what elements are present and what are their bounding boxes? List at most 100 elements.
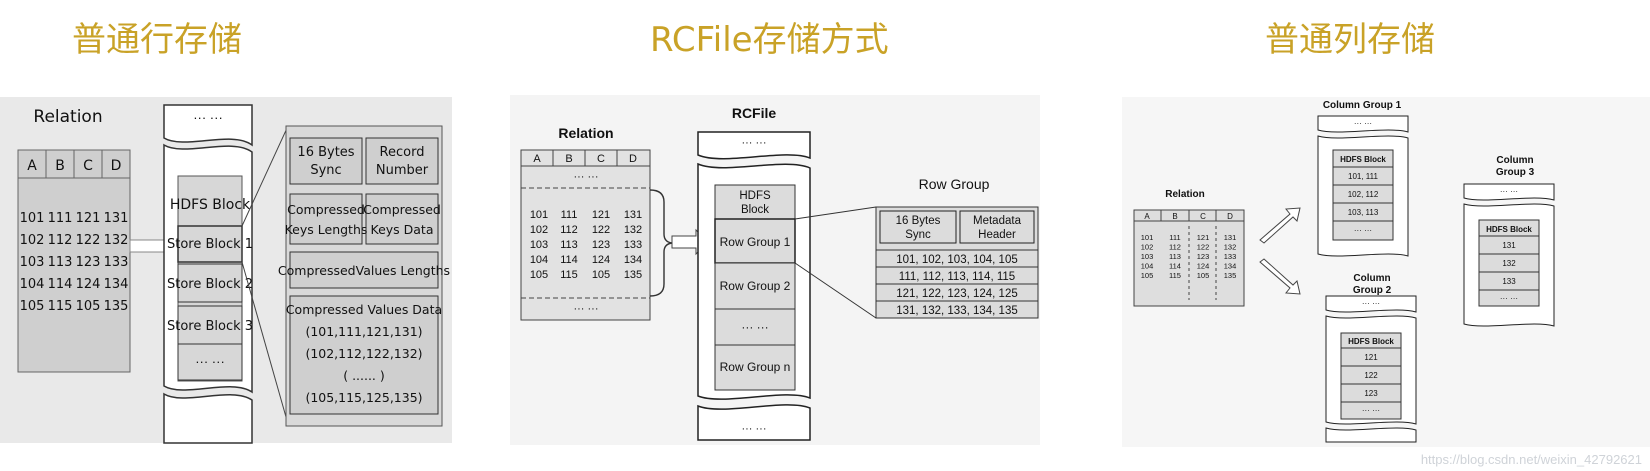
row-table-cell: 121 bbox=[76, 211, 101, 226]
cg3-ellipsis: ··· ··· bbox=[1500, 294, 1518, 303]
rc-table-cell: 121 bbox=[592, 209, 610, 221]
row-relation-label: Relation bbox=[33, 107, 102, 127]
rc-table-cell: 114 bbox=[560, 254, 578, 266]
cvd-value: (105,115,125,135) bbox=[305, 390, 422, 405]
watermark: https://blog.csdn.net/weixin_42792621 bbox=[1420, 452, 1642, 467]
record-number-label: Record bbox=[380, 145, 425, 160]
rc-sync: 16 Bytes bbox=[896, 215, 941, 227]
rc-table-cell: 102 bbox=[530, 224, 548, 236]
cg1-hdfs-block: HDFS Block bbox=[1340, 155, 1386, 164]
rcfile-storage-title: RCFile存储方式 bbox=[650, 20, 889, 60]
cg3-value: 132 bbox=[1502, 259, 1516, 268]
rg-row: 131, 132, 133, 134, 135 bbox=[896, 305, 1018, 317]
compressed-keys-lengths-2: Keys Lengths bbox=[285, 222, 368, 237]
cvd-value: ( ...... ) bbox=[343, 368, 385, 383]
rc-table-cell: 115 bbox=[560, 269, 578, 281]
rc-table-cell: 103 bbox=[530, 239, 548, 251]
row-table-cell: 131 bbox=[104, 211, 129, 226]
rc-column-header: B bbox=[565, 153, 572, 165]
row-table-cell: 115 bbox=[48, 299, 73, 314]
col-table-cell: 105 bbox=[1197, 271, 1210, 280]
row-hdfs-block-label: HDFS Block bbox=[170, 197, 251, 213]
col-arrow-down-icon bbox=[1259, 258, 1301, 295]
column-storage-title: 普通列存储 bbox=[1265, 20, 1435, 60]
row-table-cell: 124 bbox=[76, 277, 101, 292]
rc-table-cell: 123 bbox=[592, 239, 610, 251]
rc-column-header: D bbox=[629, 153, 637, 165]
rc-table-cell: 134 bbox=[624, 254, 642, 266]
rcfile-label: RCFile bbox=[732, 105, 777, 121]
rc-table-cell: 104 bbox=[530, 254, 548, 266]
row-column-header: A bbox=[27, 158, 37, 174]
cg1-value: 103, 113 bbox=[1348, 208, 1379, 217]
row-relation-table bbox=[17, 149, 131, 373]
row-store-ellipsis: ··· ··· bbox=[195, 354, 225, 369]
cvd-value: (101,111,121,131) bbox=[305, 324, 422, 339]
row-table-cell: 123 bbox=[76, 255, 101, 270]
row-table-cell: 112 bbox=[48, 233, 73, 248]
col-table-cell: 115 bbox=[1169, 271, 1181, 280]
row-table-cell: 132 bbox=[104, 233, 129, 248]
rc-table-cell: 131 bbox=[624, 209, 642, 221]
cg2-top-ellipsis: ··· ··· bbox=[1362, 299, 1380, 308]
col-column-header: B bbox=[1172, 212, 1177, 221]
column-group-2-label-2: Group 2 bbox=[1353, 285, 1392, 296]
compressed-keys-data-2: Keys Data bbox=[371, 222, 434, 237]
cg1-value: 101, 111 bbox=[1348, 172, 1379, 181]
cg1-top-ellipsis: ··· ··· bbox=[1354, 119, 1372, 128]
rg-row: 101, 102, 103, 104, 105 bbox=[896, 254, 1018, 266]
row-sync-label: 16 Bytes bbox=[297, 145, 354, 160]
rc-table-cell: 111 bbox=[561, 209, 578, 221]
rc-table-cell: 113 bbox=[560, 239, 578, 251]
rc-metadata-header-2: Header bbox=[978, 229, 1016, 241]
row-table-cell: 103 bbox=[20, 255, 45, 270]
rc-table-top-ellipsis: ··· ··· bbox=[573, 171, 598, 183]
rc-row-group-2: Row Group 2 bbox=[720, 279, 791, 293]
row-table-cell: 122 bbox=[76, 233, 101, 248]
column-group-3-label: Column bbox=[1496, 155, 1533, 166]
col-table-cell: 123 bbox=[1197, 252, 1210, 261]
row-table-cell: 104 bbox=[20, 277, 45, 292]
row-storage-title: 普通行存储 bbox=[72, 20, 242, 60]
compressed-values-lengths: CompressedValues Lengths bbox=[278, 263, 450, 278]
col-table-cell: 122 bbox=[1197, 243, 1210, 252]
cg3-value: 133 bbox=[1502, 277, 1516, 286]
row-table-cell: 134 bbox=[104, 277, 129, 292]
rc-table-cell: 122 bbox=[592, 224, 610, 236]
row-table-cell: 105 bbox=[20, 299, 45, 314]
row-table-cell: 133 bbox=[104, 255, 129, 270]
rc-row-group-ellipsis: ··· ··· bbox=[741, 320, 768, 334]
col-table-cell: 133 bbox=[1224, 252, 1237, 261]
col-table-cell: 134 bbox=[1224, 262, 1237, 271]
rc-sync-2: Sync bbox=[905, 229, 931, 241]
rc-file-bottom-ellipsis: ··· ··· bbox=[741, 423, 766, 435]
col-table-cell: 102 bbox=[1141, 243, 1154, 252]
col-table-cell: 111 bbox=[1169, 233, 1180, 242]
cg2-hdfs-block: HDFS Block bbox=[1348, 337, 1394, 346]
col-column-header: D bbox=[1227, 212, 1233, 221]
row-table-cell: 101 bbox=[20, 211, 45, 226]
column-group-2-label: Column bbox=[1353, 273, 1390, 284]
cvd-value: (102,112,122,132) bbox=[305, 346, 422, 361]
rc-row-group-1: Row Group 1 bbox=[720, 235, 791, 249]
col-table-cell: 113 bbox=[1169, 252, 1181, 261]
row-group-label: Row Group bbox=[919, 176, 990, 192]
row-store-block-1: Store Block 1 bbox=[167, 237, 253, 252]
col-table-cell: 132 bbox=[1224, 243, 1237, 252]
record-number-label-2: Number bbox=[376, 163, 429, 178]
cg2-value: 121 bbox=[1364, 353, 1378, 362]
rc-table-cell: 105 bbox=[530, 269, 548, 281]
col-table-cell: 101 bbox=[1141, 233, 1154, 242]
rc-relation-label: Relation bbox=[558, 125, 613, 141]
row-table-cell: 113 bbox=[48, 255, 73, 270]
compressed-keys-data: Compressed bbox=[363, 202, 441, 217]
row-table-cell: 102 bbox=[20, 233, 45, 248]
rc-table-cell: 135 bbox=[624, 269, 642, 281]
cg1-ellipsis: ··· ··· bbox=[1354, 226, 1372, 235]
rc-table-bottom-ellipsis: ··· ··· bbox=[573, 303, 598, 315]
col-table-cell: 135 bbox=[1224, 271, 1237, 280]
row-table-cell: 105 bbox=[76, 299, 101, 314]
rc-file-top-ellipsis: ··· ··· bbox=[741, 137, 766, 149]
row-store-block-3: Store Block 3 bbox=[167, 319, 253, 334]
